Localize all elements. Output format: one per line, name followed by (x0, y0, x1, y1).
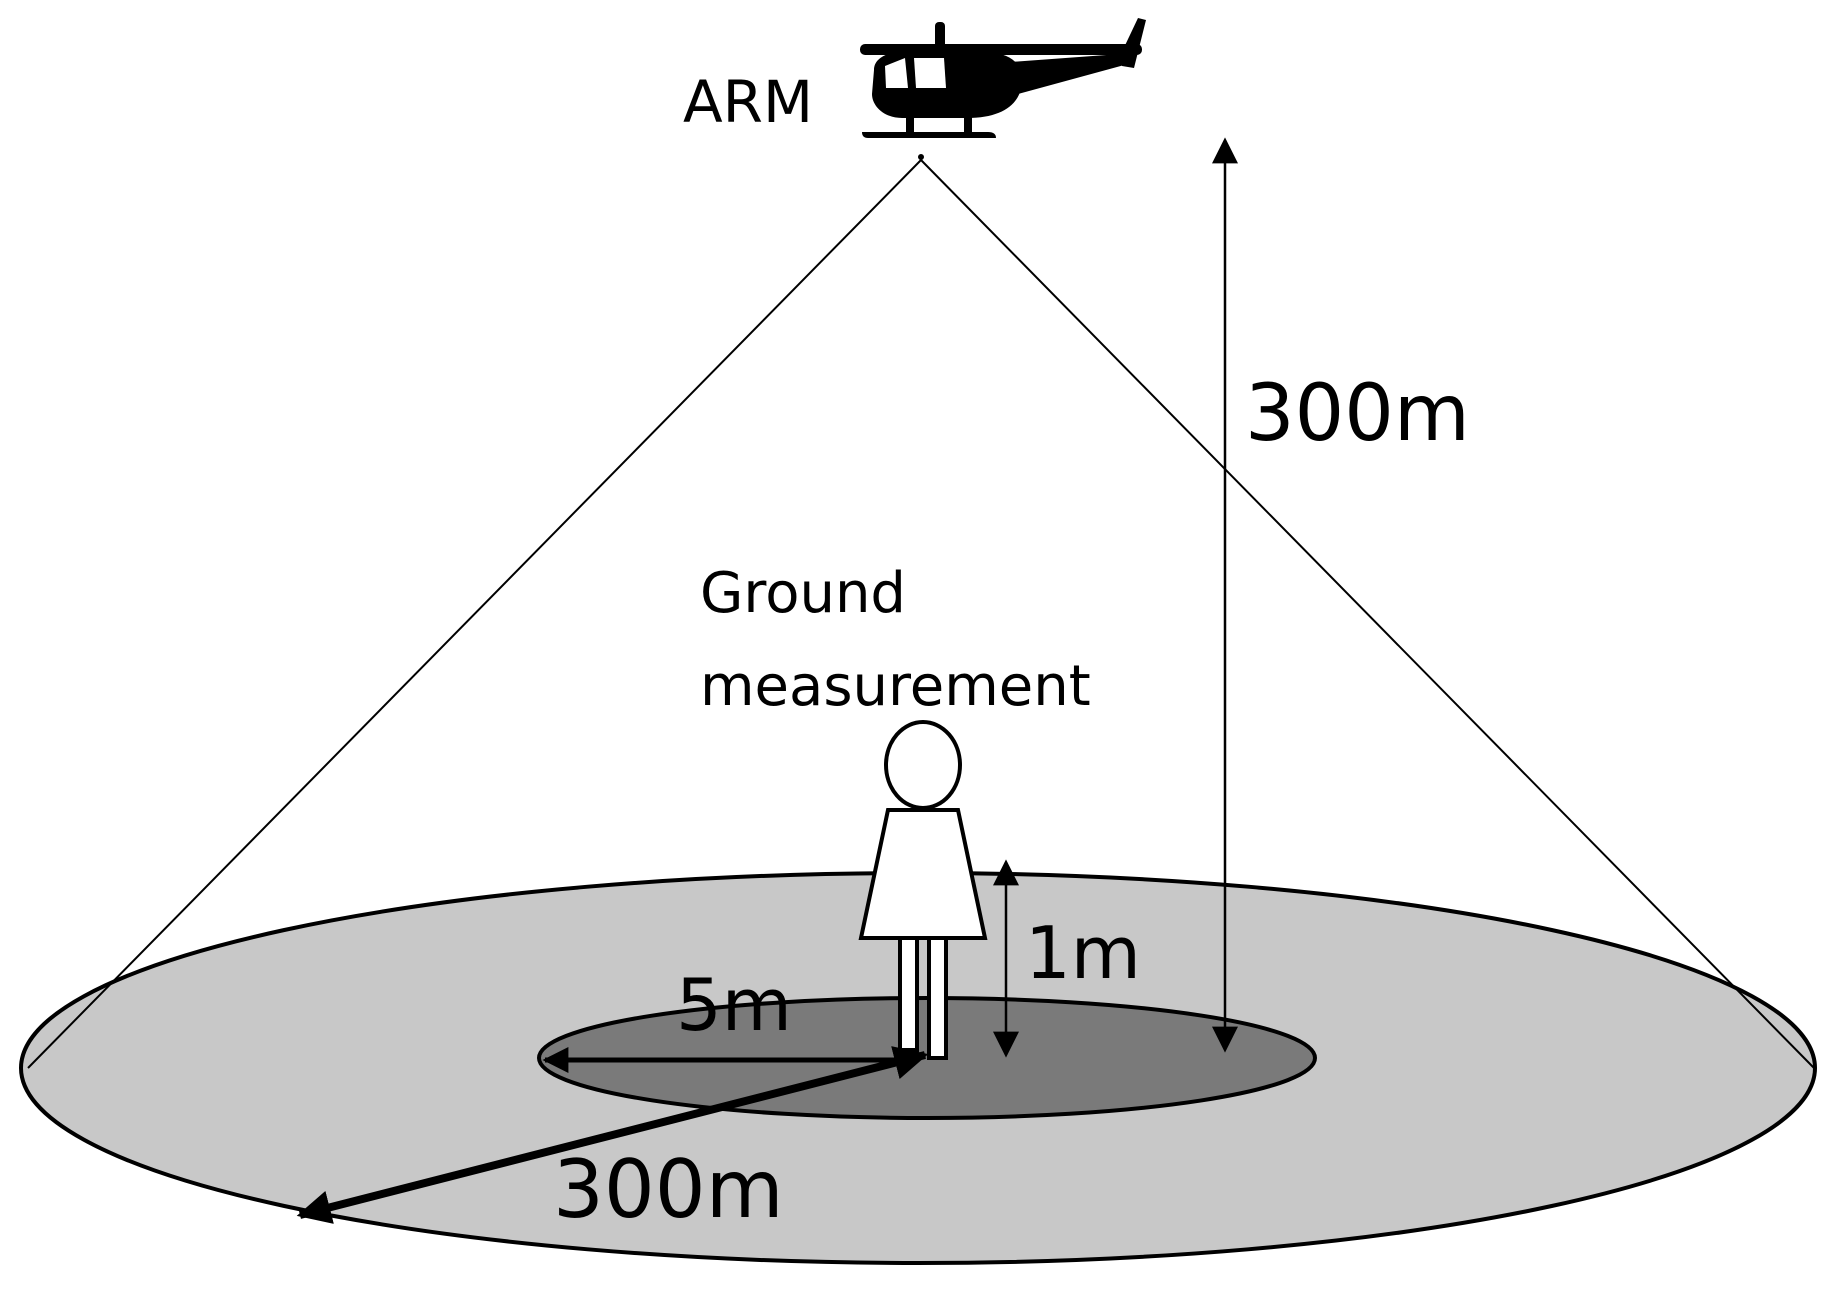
ground-measurement-label: Ground measurement (700, 561, 1091, 719)
inner-radius-label: 5m (676, 963, 792, 1047)
ground-measurement-line2: measurement (700, 654, 1091, 719)
aircraft-label: ARM (683, 68, 813, 136)
sensor-point (918, 154, 924, 160)
outer-radius-label: 300m (553, 1143, 784, 1236)
helicopter-icon (860, 18, 1146, 138)
height-label: 1m (1025, 911, 1141, 995)
ground-measurement-line1: Ground (700, 561, 906, 626)
altitude-label: 300m (1245, 369, 1470, 459)
